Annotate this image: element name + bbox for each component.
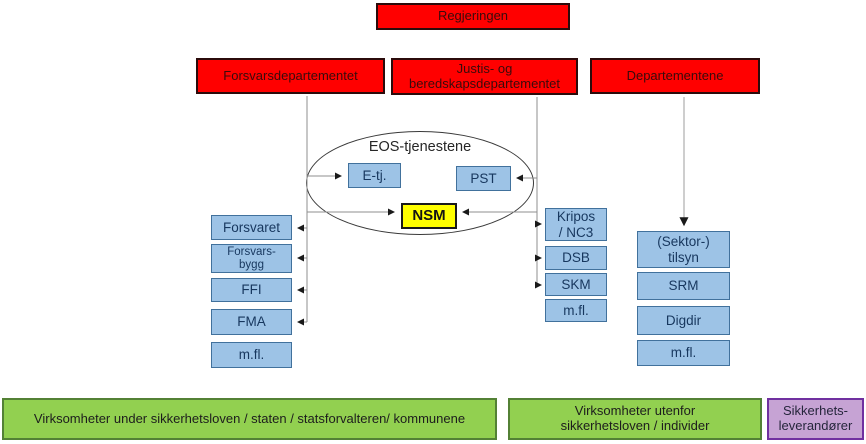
node-pst: PST xyxy=(456,166,511,191)
node-departementene-label: Departementene xyxy=(626,67,724,83)
band-utenfor-line1: Virksomheter utenfor xyxy=(574,403,696,419)
node-justisdepartementet-line1: Justis- og xyxy=(456,60,513,76)
node-justisdepartementet: Justis- og beredskapsdepartementet xyxy=(391,58,578,95)
node-srm-label: SRM xyxy=(668,278,699,294)
node-digdir: Digdir xyxy=(637,306,730,335)
node-etj: E-tj. xyxy=(348,163,401,188)
node-dsb: DSB xyxy=(545,246,607,270)
node-sektortilsyn: (Sektor-) tilsyn xyxy=(637,231,730,268)
node-sektortilsyn-line2: tilsyn xyxy=(668,249,699,265)
node-kripos: Kripos / NC3 xyxy=(545,208,607,241)
node-mfl-sektor-label: m.fl. xyxy=(670,345,697,361)
node-mfl-justis-label: m.fl. xyxy=(563,302,589,318)
node-kripos-line2: / NC3 xyxy=(558,224,594,240)
band-leverandorer-line1: Sikkerhets- xyxy=(782,403,849,419)
band-utenfor-line2: sikkerhetsloven / individer xyxy=(560,418,710,433)
band-under-sikkerhetsloven-label: Virksomheter under sikkerhetsloven / sta… xyxy=(33,410,466,426)
node-forsvarsdepartementet: Forsvarsdepartementet xyxy=(196,58,385,94)
node-mfl-left-label: m.fl. xyxy=(238,347,265,363)
node-justisdepartementet-line2: beredskapsdepartementet xyxy=(408,75,561,91)
node-forsvaret: Forsvaret xyxy=(211,215,292,240)
node-skm-label: SKM xyxy=(561,276,591,292)
node-pst-label: PST xyxy=(470,170,497,186)
node-fma-label: FMA xyxy=(237,314,266,330)
node-ffi-label: FFI xyxy=(241,282,262,298)
node-forsvarsdepartementet-label: Forsvarsdepartementet xyxy=(223,67,358,83)
node-nsm: NSM xyxy=(401,203,457,229)
node-forsvarsbygg-line2: bygg xyxy=(239,258,264,271)
eos-title: EOS-tjenestene xyxy=(368,139,472,155)
node-kripos-line1: Kripos xyxy=(556,209,596,225)
band-sikkerhetsleverandorer: Sikkerhets- leverandører xyxy=(767,398,864,440)
band-leverandorer-line2: leverandører xyxy=(778,418,853,433)
node-regjeringen: Regjeringen xyxy=(376,3,570,30)
node-dsb-label: DSB xyxy=(562,250,590,266)
node-regjeringen-label: Regjeringen xyxy=(437,8,509,24)
node-skm: SKM xyxy=(545,273,607,296)
node-fma: FMA xyxy=(211,309,292,335)
node-srm: SRM xyxy=(637,272,730,300)
band-under-sikkerhetsloven: Virksomheter under sikkerhetsloven / sta… xyxy=(2,398,497,440)
node-mfl-sektor: m.fl. xyxy=(637,340,730,366)
band-utenfor-sikkerhetsloven: Virksomheter utenfor sikkerhetsloven / i… xyxy=(508,398,762,440)
node-forsvarsbygg: Forsvars- bygg xyxy=(211,244,292,273)
node-forsvarsbygg-line1: Forsvars- xyxy=(227,245,276,258)
node-digdir-label: Digdir xyxy=(665,312,702,328)
node-ffi: FFI xyxy=(211,278,292,302)
node-departementene: Departementene xyxy=(590,58,760,94)
node-sektortilsyn-line1: (Sektor-) xyxy=(657,234,710,250)
node-etj-label: E-tj. xyxy=(362,167,387,183)
node-forsvaret-label: Forsvaret xyxy=(222,219,280,235)
node-mfl-left: m.fl. xyxy=(211,342,292,368)
node-nsm-label: NSM xyxy=(412,206,446,224)
node-mfl-justis: m.fl. xyxy=(545,299,607,322)
